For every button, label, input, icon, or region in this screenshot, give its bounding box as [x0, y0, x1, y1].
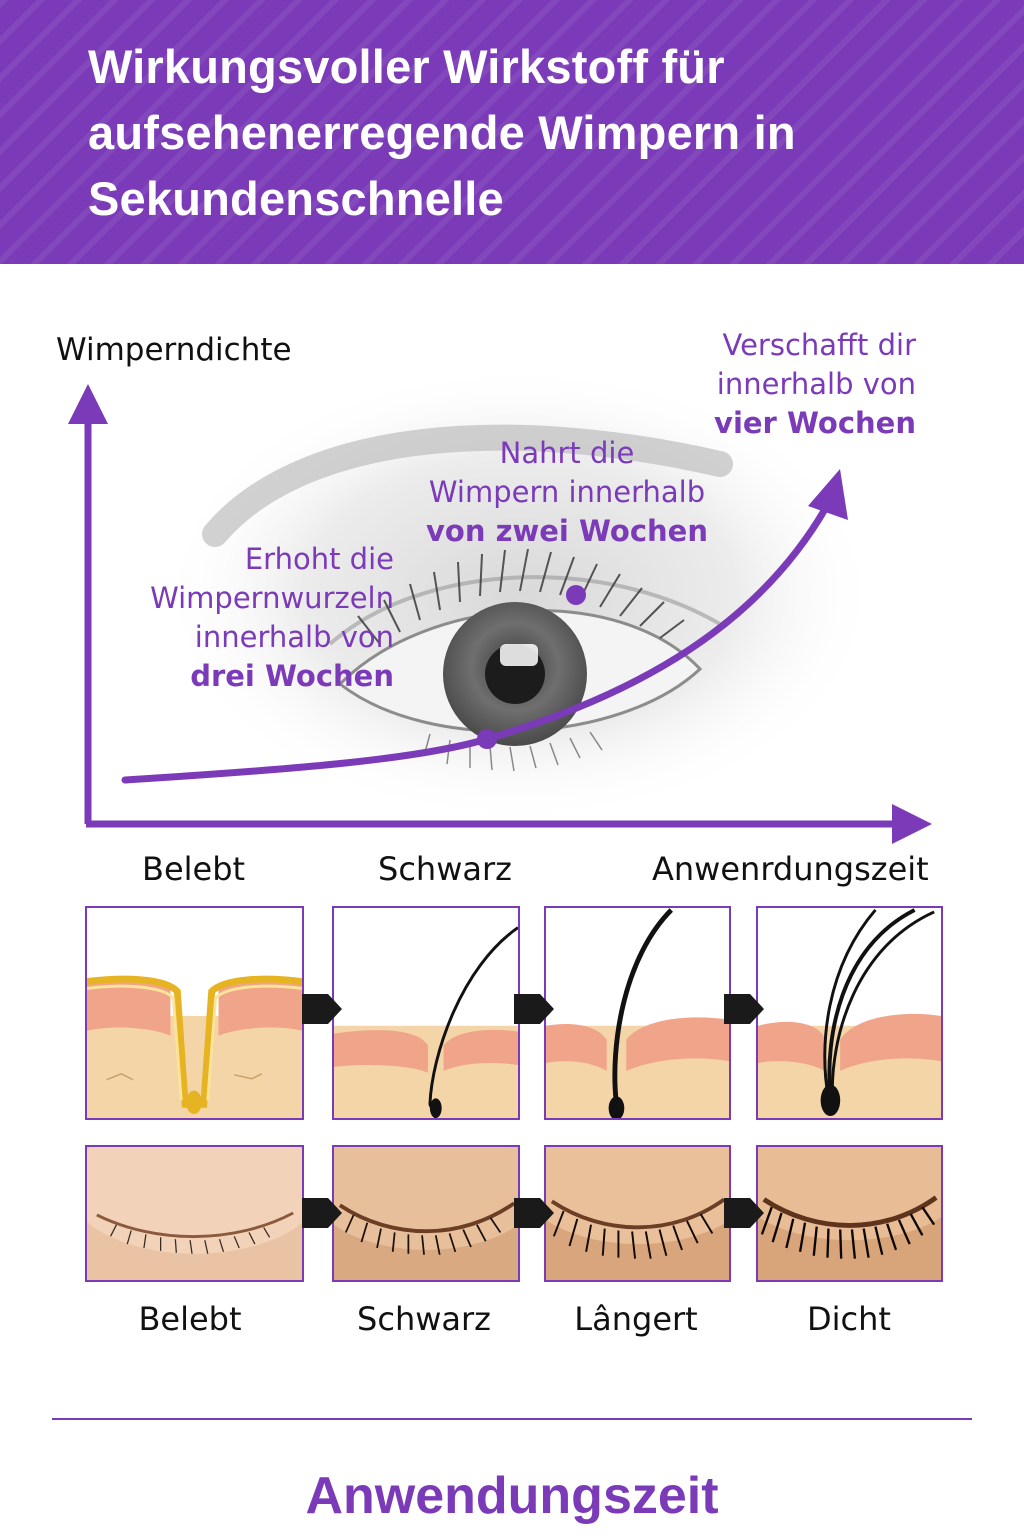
- closed-eye-illustration: [334, 1147, 518, 1280]
- stage-caption-bottom-4: Dicht: [807, 1300, 891, 1338]
- stage-caption-bottom-3: Lângert: [574, 1300, 698, 1338]
- growth-chart-svg: [68, 364, 932, 844]
- stage-caption-top-1: Belebt: [142, 850, 246, 888]
- stage-caption-bottom-1: Belebt: [138, 1300, 242, 1338]
- lash-follicle-illustration: [546, 908, 729, 1118]
- x-axis-label: Anwenrdungszeit: [652, 850, 929, 888]
- closed-eye-panel-4: [756, 1145, 943, 1282]
- lash-follicle-illustration: [87, 975, 302, 1118]
- follicle-panel-1: [85, 906, 304, 1120]
- header-banner: Wirkungsvoller Wirkstoff für aufsehenerr…: [0, 0, 1024, 264]
- arrow-right-icon: [724, 1196, 764, 1230]
- closed-eye-panel-1: [85, 1145, 304, 1282]
- curve-point-1: [477, 729, 497, 749]
- curve-point-2: [566, 585, 586, 605]
- x-axis-arrow-icon: [892, 804, 932, 844]
- arrow-right-icon: [514, 1196, 554, 1230]
- follicle-panel-4: [756, 906, 943, 1120]
- arrow-right-icon: [724, 992, 764, 1026]
- follicle-panel-2: [332, 906, 520, 1120]
- stage-caption-top-2: Schwarz: [378, 850, 512, 888]
- arrow-right-icon: [302, 992, 342, 1026]
- closed-eye-illustration: [546, 1147, 729, 1280]
- footer-title: Anwendungszeit: [305, 1467, 719, 1525]
- annotation-week-4: Verschafft dir innerhalb von vier Wochen: [714, 328, 916, 440]
- closed-eye-illustration: [87, 1147, 302, 1280]
- chart-axes: [68, 384, 932, 844]
- growth-curve: [121, 469, 848, 784]
- growth-chart: Wimperndichte Erhoht die Wimpernwurzeln …: [0, 264, 1024, 884]
- arrow-right-icon: [514, 992, 554, 1026]
- arrow-right-icon: [302, 1196, 342, 1230]
- lash-follicle-illustration: [334, 926, 518, 1118]
- y-axis-arrow-icon: [68, 384, 108, 424]
- stage-caption-bottom-2: Schwarz: [357, 1300, 491, 1338]
- closed-eye-panel-2: [332, 1145, 520, 1282]
- closed-eye-illustration: [758, 1147, 941, 1280]
- closed-eye-panel-3: [544, 1145, 731, 1282]
- footer-divider: [52, 1418, 972, 1420]
- eye-illustration: [160, 364, 880, 824]
- follicle-panel-3: [544, 906, 731, 1120]
- curve-arrow-icon: [808, 469, 848, 520]
- lash-follicle-illustration: [758, 908, 941, 1118]
- annotation-week-3: Erhoht die Wimpernwurzeln innerhalb von …: [150, 542, 394, 693]
- y-axis-label: Wimperndichte: [56, 332, 292, 368]
- annotation-week-2: Nahrt die Wimpern innerhalb von zwei Woc…: [426, 436, 708, 548]
- page-title: Wirkungsvoller Wirkstoff für aufsehenerr…: [88, 40, 796, 225]
